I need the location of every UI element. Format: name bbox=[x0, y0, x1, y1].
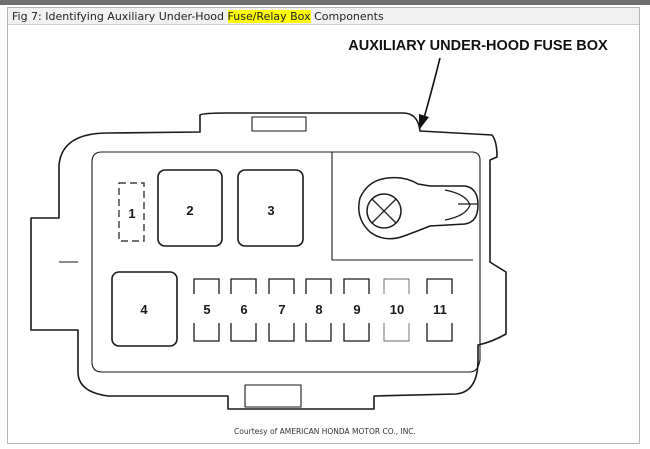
slot-label-6: 6 bbox=[240, 302, 247, 317]
terminal-stud bbox=[358, 176, 479, 240]
slot-10-box bbox=[383, 278, 410, 342]
slot-label-7: 7 bbox=[278, 302, 285, 317]
slot-label-8: 8 bbox=[315, 302, 322, 317]
callout-arrow bbox=[419, 57, 441, 130]
slot-label-11: 11 bbox=[433, 302, 447, 317]
caption-suffix: Components bbox=[310, 10, 384, 23]
slot-3-box bbox=[237, 169, 304, 247]
slot-label-9: 9 bbox=[353, 302, 360, 317]
slot-5-box bbox=[193, 278, 220, 342]
caption-highlight: Fuse/Relay Box bbox=[227, 10, 311, 23]
figure-frame bbox=[7, 7, 640, 444]
slot-label-1: 1 bbox=[128, 206, 135, 221]
slot-9-box bbox=[343, 278, 370, 342]
top-bar bbox=[0, 0, 650, 5]
slot-label-5: 5 bbox=[203, 302, 210, 317]
slot-label-3: 3 bbox=[267, 203, 274, 218]
slot-4-box bbox=[111, 271, 178, 347]
slot-1-box bbox=[118, 182, 145, 242]
slot-8-box bbox=[305, 278, 332, 342]
slot-11-box bbox=[426, 278, 453, 342]
bottom-tab bbox=[244, 384, 302, 408]
inner-panel bbox=[91, 151, 481, 373]
credit-text: Courtesy of AMERICAN HONDA MOTOR CO., IN… bbox=[234, 427, 416, 436]
stud-chamber bbox=[331, 152, 473, 261]
slot-7-box bbox=[268, 278, 295, 342]
top-tab bbox=[251, 116, 307, 132]
slot-label-2: 2 bbox=[186, 203, 193, 218]
slot-6-box bbox=[230, 278, 257, 342]
slot-label-10: 10 bbox=[390, 302, 404, 317]
figure-caption: Fig 7: Identifying Auxiliary Under-Hood … bbox=[12, 10, 384, 24]
caption-prefix: Fig 7: Identifying Auxiliary Under-Hood bbox=[12, 10, 228, 23]
slot-2-box bbox=[157, 169, 223, 247]
housing-outline bbox=[30, 112, 507, 410]
slot-label-4: 4 bbox=[140, 302, 148, 317]
diagram-title: AUXILIARY UNDER-HOOD FUSE BOX bbox=[348, 38, 608, 54]
caption-bar bbox=[8, 8, 639, 25]
